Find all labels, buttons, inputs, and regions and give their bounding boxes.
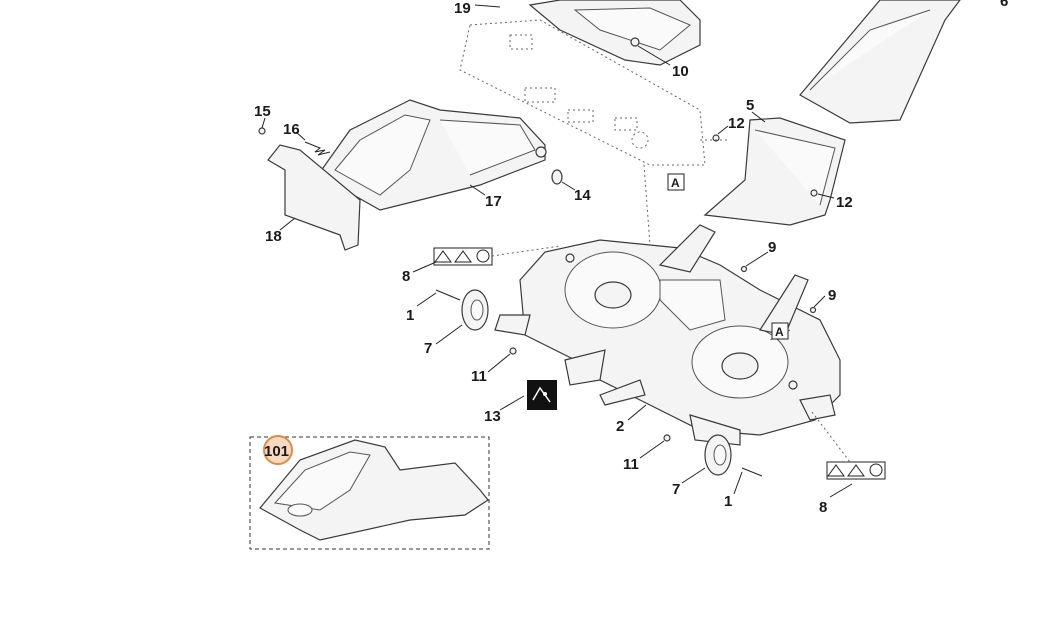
wheel-7-left — [461, 289, 489, 331]
funnel-5 — [703, 117, 846, 226]
part-101-highlight-marker — [263, 435, 293, 465]
leader-lines — [261, 4, 853, 498]
part-number-labels: 19 10 6 15 16 17 18 14 5 12 12 9 9 8 8 1… — [254, 0, 1008, 516]
seat-bracket — [528, 0, 701, 66]
label-part-8-a: 8 — [402, 268, 410, 285]
label-part-11-b: 11 — [623, 456, 639, 473]
warning-label-8-right — [826, 461, 886, 480]
label-part-18: 18 — [265, 228, 282, 245]
label-part-7-a: 7 — [424, 340, 432, 357]
reference-a-top-text: A — [671, 176, 680, 190]
label-part-11-a: 11 — [471, 368, 487, 385]
label-part-1-a: 1 — [406, 307, 414, 324]
reference-a-deck-text: A — [775, 325, 784, 339]
label-part-8-b: 8 — [819, 499, 827, 516]
label-part-2: 2 — [616, 418, 624, 435]
warning-label-8-left — [433, 247, 493, 266]
label-part-6: 6 — [1000, 0, 1008, 10]
label-part-12-b: 12 — [836, 194, 853, 211]
label-part-5: 5 — [746, 97, 754, 114]
mower-deck-2 — [494, 239, 841, 446]
label-part-10: 10 — [672, 63, 689, 80]
nut-9-b — [809, 306, 817, 314]
mounting-plate — [459, 19, 706, 166]
bracket-18 — [267, 144, 361, 251]
nut-11-right — [663, 434, 671, 442]
deflector-17 — [317, 99, 547, 211]
screw-15 — [258, 127, 266, 135]
decal-13 — [527, 380, 557, 410]
label-part-1-b: 1 — [724, 493, 732, 510]
label-part-19: 19 — [454, 0, 471, 17]
label-part-12-a: 12 — [728, 115, 745, 132]
discharge-chute-6 — [799, 0, 961, 124]
bolt-1-left — [435, 289, 461, 301]
label-part-13: 13 — [484, 408, 501, 425]
wheel-7-right — [704, 434, 732, 476]
reference-a-deck: A — [771, 322, 789, 340]
label-part-9-b: 9 — [828, 287, 836, 304]
label-part-15: 15 — [254, 103, 271, 120]
bolt-1-right — [741, 467, 763, 477]
label-part-9-a: 9 — [768, 239, 776, 256]
reference-a-top: A — [667, 173, 685, 191]
optional-part-101 — [249, 436, 490, 550]
bushing-14 — [551, 169, 563, 185]
label-part-7-b: 7 — [672, 481, 680, 498]
label-part-17: 17 — [485, 193, 502, 210]
spring-16 — [304, 141, 331, 156]
label-part-101: 101 — [264, 443, 289, 460]
nut-11-left — [509, 347, 517, 355]
nut-9-a — [740, 265, 748, 273]
label-part-14: 14 — [574, 187, 591, 204]
label-part-16: 16 — [283, 121, 300, 138]
